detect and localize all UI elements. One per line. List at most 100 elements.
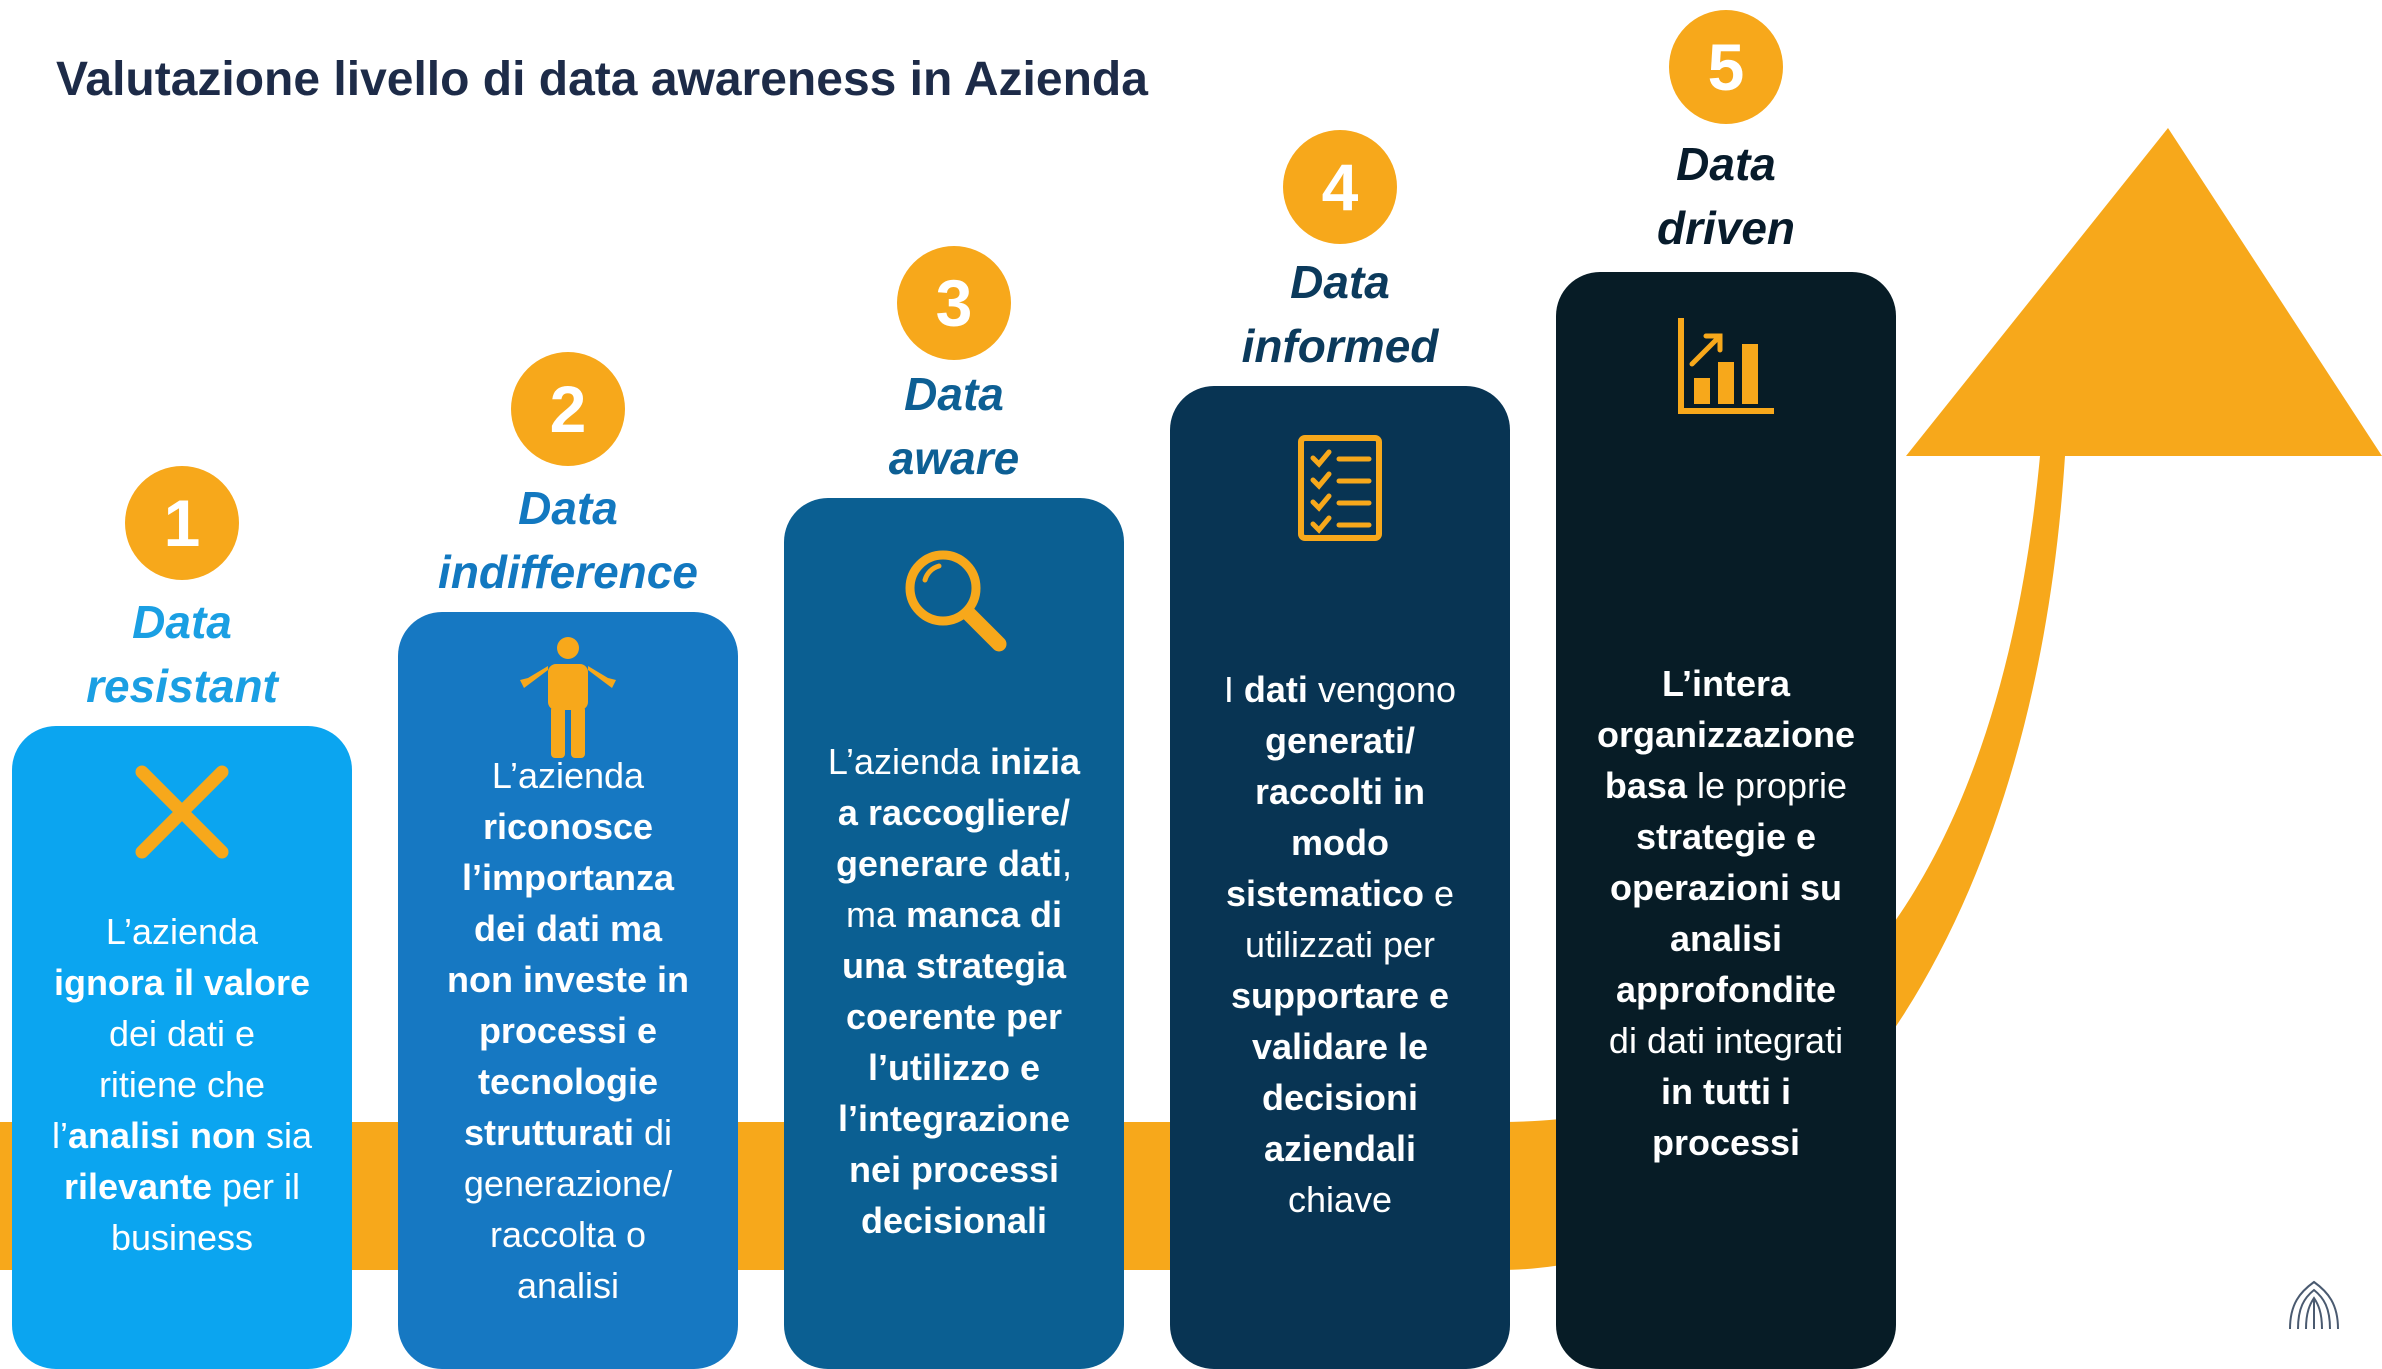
description-line: modo — [1194, 817, 1486, 868]
step-title-line: Data — [1290, 256, 1390, 308]
growth-chart-icon — [1556, 318, 1896, 414]
description-line: l’utilizzo e — [808, 1042, 1100, 1093]
magnifier-icon — [784, 544, 1124, 654]
description-line: operazioni su — [1580, 862, 1872, 913]
confindustria-logo-icon — [2289, 1280, 2339, 1329]
description-bold-text: validare le — [1251, 1026, 1429, 1067]
description-line: utilizzati per — [1194, 919, 1486, 970]
description-line: basa le proprie — [1580, 760, 1872, 811]
slide: Valutazione livello di data awareness in… — [0, 10, 2382, 1369]
description-bold-text: dati — [1243, 669, 1308, 710]
description-line: sistematico e — [1194, 868, 1486, 919]
checklist-icon — [1170, 434, 1510, 542]
description-line: una strategia — [808, 940, 1100, 991]
description-text: L’azienda — [491, 755, 645, 796]
description-text: vengono — [1307, 669, 1457, 710]
description-bold-text: in tutti i — [1661, 1071, 1791, 1112]
description-bold-text: raccolti in — [1254, 771, 1426, 812]
description-line: supportare e — [1194, 970, 1486, 1021]
step-description: L’azienda riconosce l’importanza dei dati m… — [422, 750, 714, 1311]
description-line: tecnologie — [422, 1056, 714, 1107]
description-line: validare le — [1194, 1021, 1486, 1072]
step-number-badge: 1 — [125, 466, 239, 580]
description-bold-text: generare dati — [835, 843, 1063, 884]
description-bold-text: modo — [1291, 822, 1389, 863]
description-bold-text: tecnologie — [477, 1061, 659, 1102]
description-line: analisi — [422, 1260, 714, 1311]
description-text: e — [1424, 873, 1455, 914]
step-title-line: driven — [1656, 202, 1796, 254]
description-line: l’integrazione — [808, 1093, 1100, 1144]
description-text: business — [110, 1217, 254, 1258]
description-line: strutturati di — [422, 1107, 714, 1158]
description-line: ma manca di — [808, 889, 1100, 940]
description-line: aziendali — [1194, 1123, 1486, 1174]
description-line: generati/ — [1194, 715, 1486, 766]
description-bold-text: aziendali — [1263, 1128, 1417, 1169]
description-line: business — [36, 1212, 328, 1263]
slide-title: Valutazione livello di data awareness in… — [56, 53, 1148, 106]
description-text: L’azienda — [105, 911, 259, 952]
step-title-line: Data — [518, 482, 618, 534]
description-line: dei dati e — [36, 1008, 328, 1059]
description-bold-text: analisi — [1669, 918, 1783, 959]
description-bold-text: riconosce — [482, 806, 654, 847]
cross-icon — [12, 762, 352, 862]
arrow-head — [1906, 128, 2382, 456]
description-text: raccolta o — [489, 1214, 647, 1255]
step-number-badge: 5 — [1669, 10, 1783, 124]
description-line: in tutti i — [1580, 1066, 1872, 1117]
description-line: strategie e — [1580, 811, 1872, 862]
description-bold-text: ignora il valore — [53, 962, 311, 1003]
description-bold-text: dei dati ma — [473, 908, 663, 949]
description-bold-text: generati/ — [1264, 720, 1416, 761]
description-bold-text: operazioni su — [1609, 867, 1843, 908]
description-line: l’analisi non sia — [36, 1110, 328, 1161]
description-text: generazione/ — [463, 1163, 673, 1204]
description-line: organizzazione — [1580, 709, 1872, 760]
description-bold-text: nei processi — [848, 1149, 1060, 1190]
description-text: analisi — [516, 1265, 620, 1306]
description-line: L’intera — [1580, 658, 1872, 709]
description-text: di dati integrati — [1608, 1020, 1844, 1061]
description-bold-text: l’utilizzo e — [867, 1047, 1040, 1088]
description-line: decisionali — [808, 1195, 1100, 1246]
description-line: L’azienda — [422, 750, 714, 801]
description-bold-text: non investe in — [446, 959, 690, 1000]
description-line: raccolti in — [1194, 766, 1486, 817]
step-card: L’azienda ignora il valore dei dati e ritie… — [12, 726, 352, 1369]
description-bold-text: supportare e — [1230, 975, 1450, 1016]
description-line: generazione/ — [422, 1158, 714, 1209]
description-bold-text: basa — [1604, 765, 1687, 806]
step-title: Data indifference — [398, 476, 738, 604]
description-text: chiave — [1287, 1179, 1393, 1220]
description-line: l’importanza — [422, 852, 714, 903]
description-text: l’ — [51, 1115, 68, 1156]
description-bold-text: inizia — [990, 741, 1081, 782]
description-line: approfondite — [1580, 964, 1872, 1015]
description-bold-text: strategie e — [1635, 816, 1817, 857]
step-title: Data informed — [1170, 250, 1510, 378]
step-title-line: indifference — [438, 546, 698, 598]
description-line: ritiene che — [36, 1059, 328, 1110]
step-title-line: resistant — [86, 660, 278, 712]
description-text: , — [1062, 843, 1073, 884]
description-line: L’azienda inizia — [808, 736, 1100, 787]
description-bold-text: strutturati — [463, 1112, 634, 1153]
step-title-line: informed — [1241, 320, 1439, 372]
description-bold-text: coerente per — [845, 996, 1063, 1037]
person-shrug-icon — [398, 636, 738, 758]
description-text: le proprie — [1686, 765, 1848, 806]
description-line: chiave — [1194, 1174, 1486, 1225]
description-text: dei dati e — [108, 1013, 256, 1054]
step-description: L’azienda ignora il valore dei dati e ritie… — [36, 906, 328, 1263]
description-line: coerente per — [808, 991, 1100, 1042]
description-bold-text: manca di — [905, 894, 1063, 935]
